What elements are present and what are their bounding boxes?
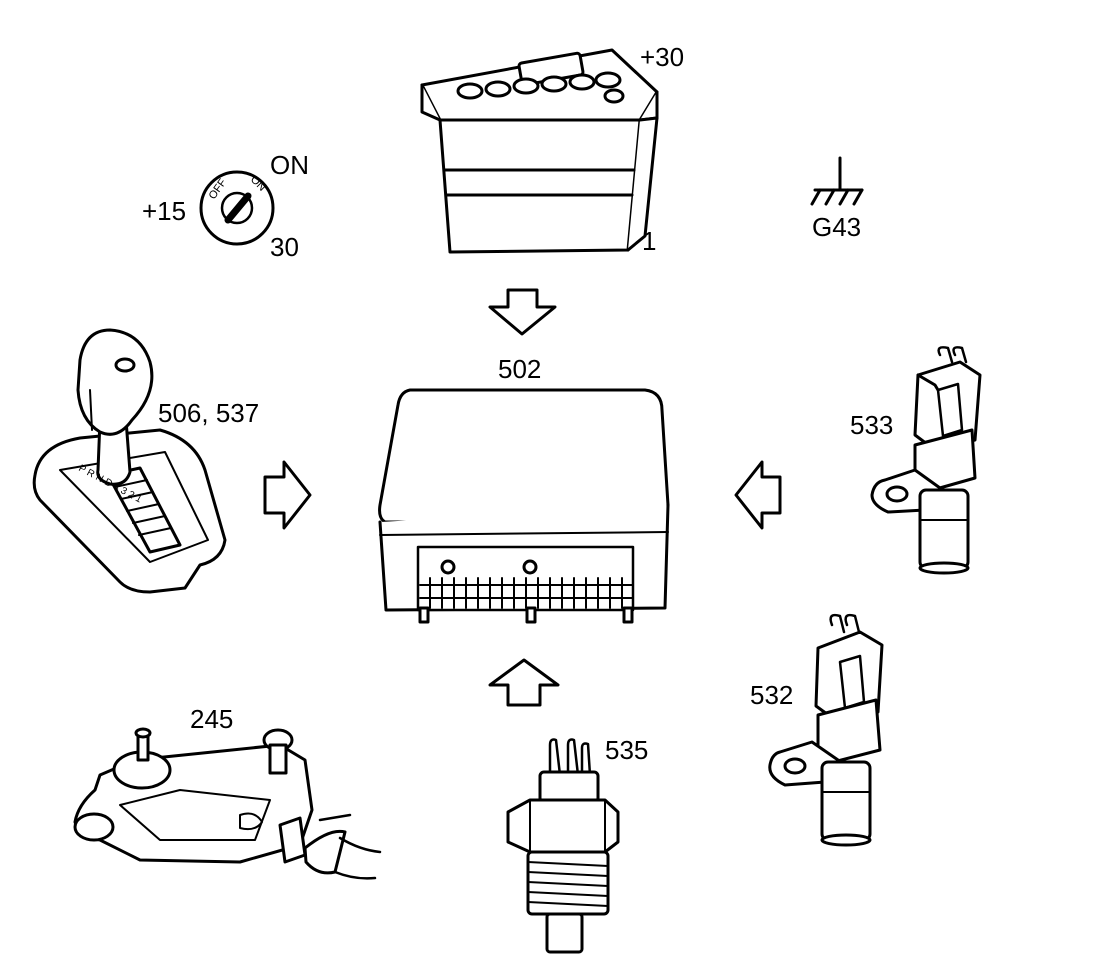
arrow-up	[488, 658, 560, 707]
ignition-15-label: +15	[142, 196, 187, 226]
arrow-down	[488, 288, 557, 336]
temp-sender-label: 535	[605, 735, 649, 765]
control-unit-label: 502	[498, 354, 542, 384]
battery	[420, 48, 659, 254]
ground-symbol	[810, 156, 864, 206]
sensor-upper-label: 533	[850, 410, 894, 440]
position-switch	[73, 727, 382, 880]
speed-sensor-lower	[768, 613, 884, 847]
control-unit	[378, 388, 670, 624]
battery-label: 1	[642, 226, 657, 256]
arrow-right	[263, 460, 312, 530]
ignition-on-label: ON	[270, 150, 309, 180]
battery-terminal-label: +30	[640, 42, 685, 72]
ground-label: G43	[812, 212, 862, 242]
position-switch-label: 245	[190, 704, 234, 734]
sensor-lower-label: 532	[750, 680, 794, 710]
arrow-left	[734, 460, 782, 530]
speed-sensor-upper	[870, 346, 982, 575]
ignition-30-label: 30	[270, 232, 299, 262]
selector-lever-label: 506, 537	[158, 398, 260, 428]
ignition-switch	[199, 170, 275, 246]
selector-lever	[32, 328, 227, 594]
temperature-sender	[506, 738, 620, 954]
